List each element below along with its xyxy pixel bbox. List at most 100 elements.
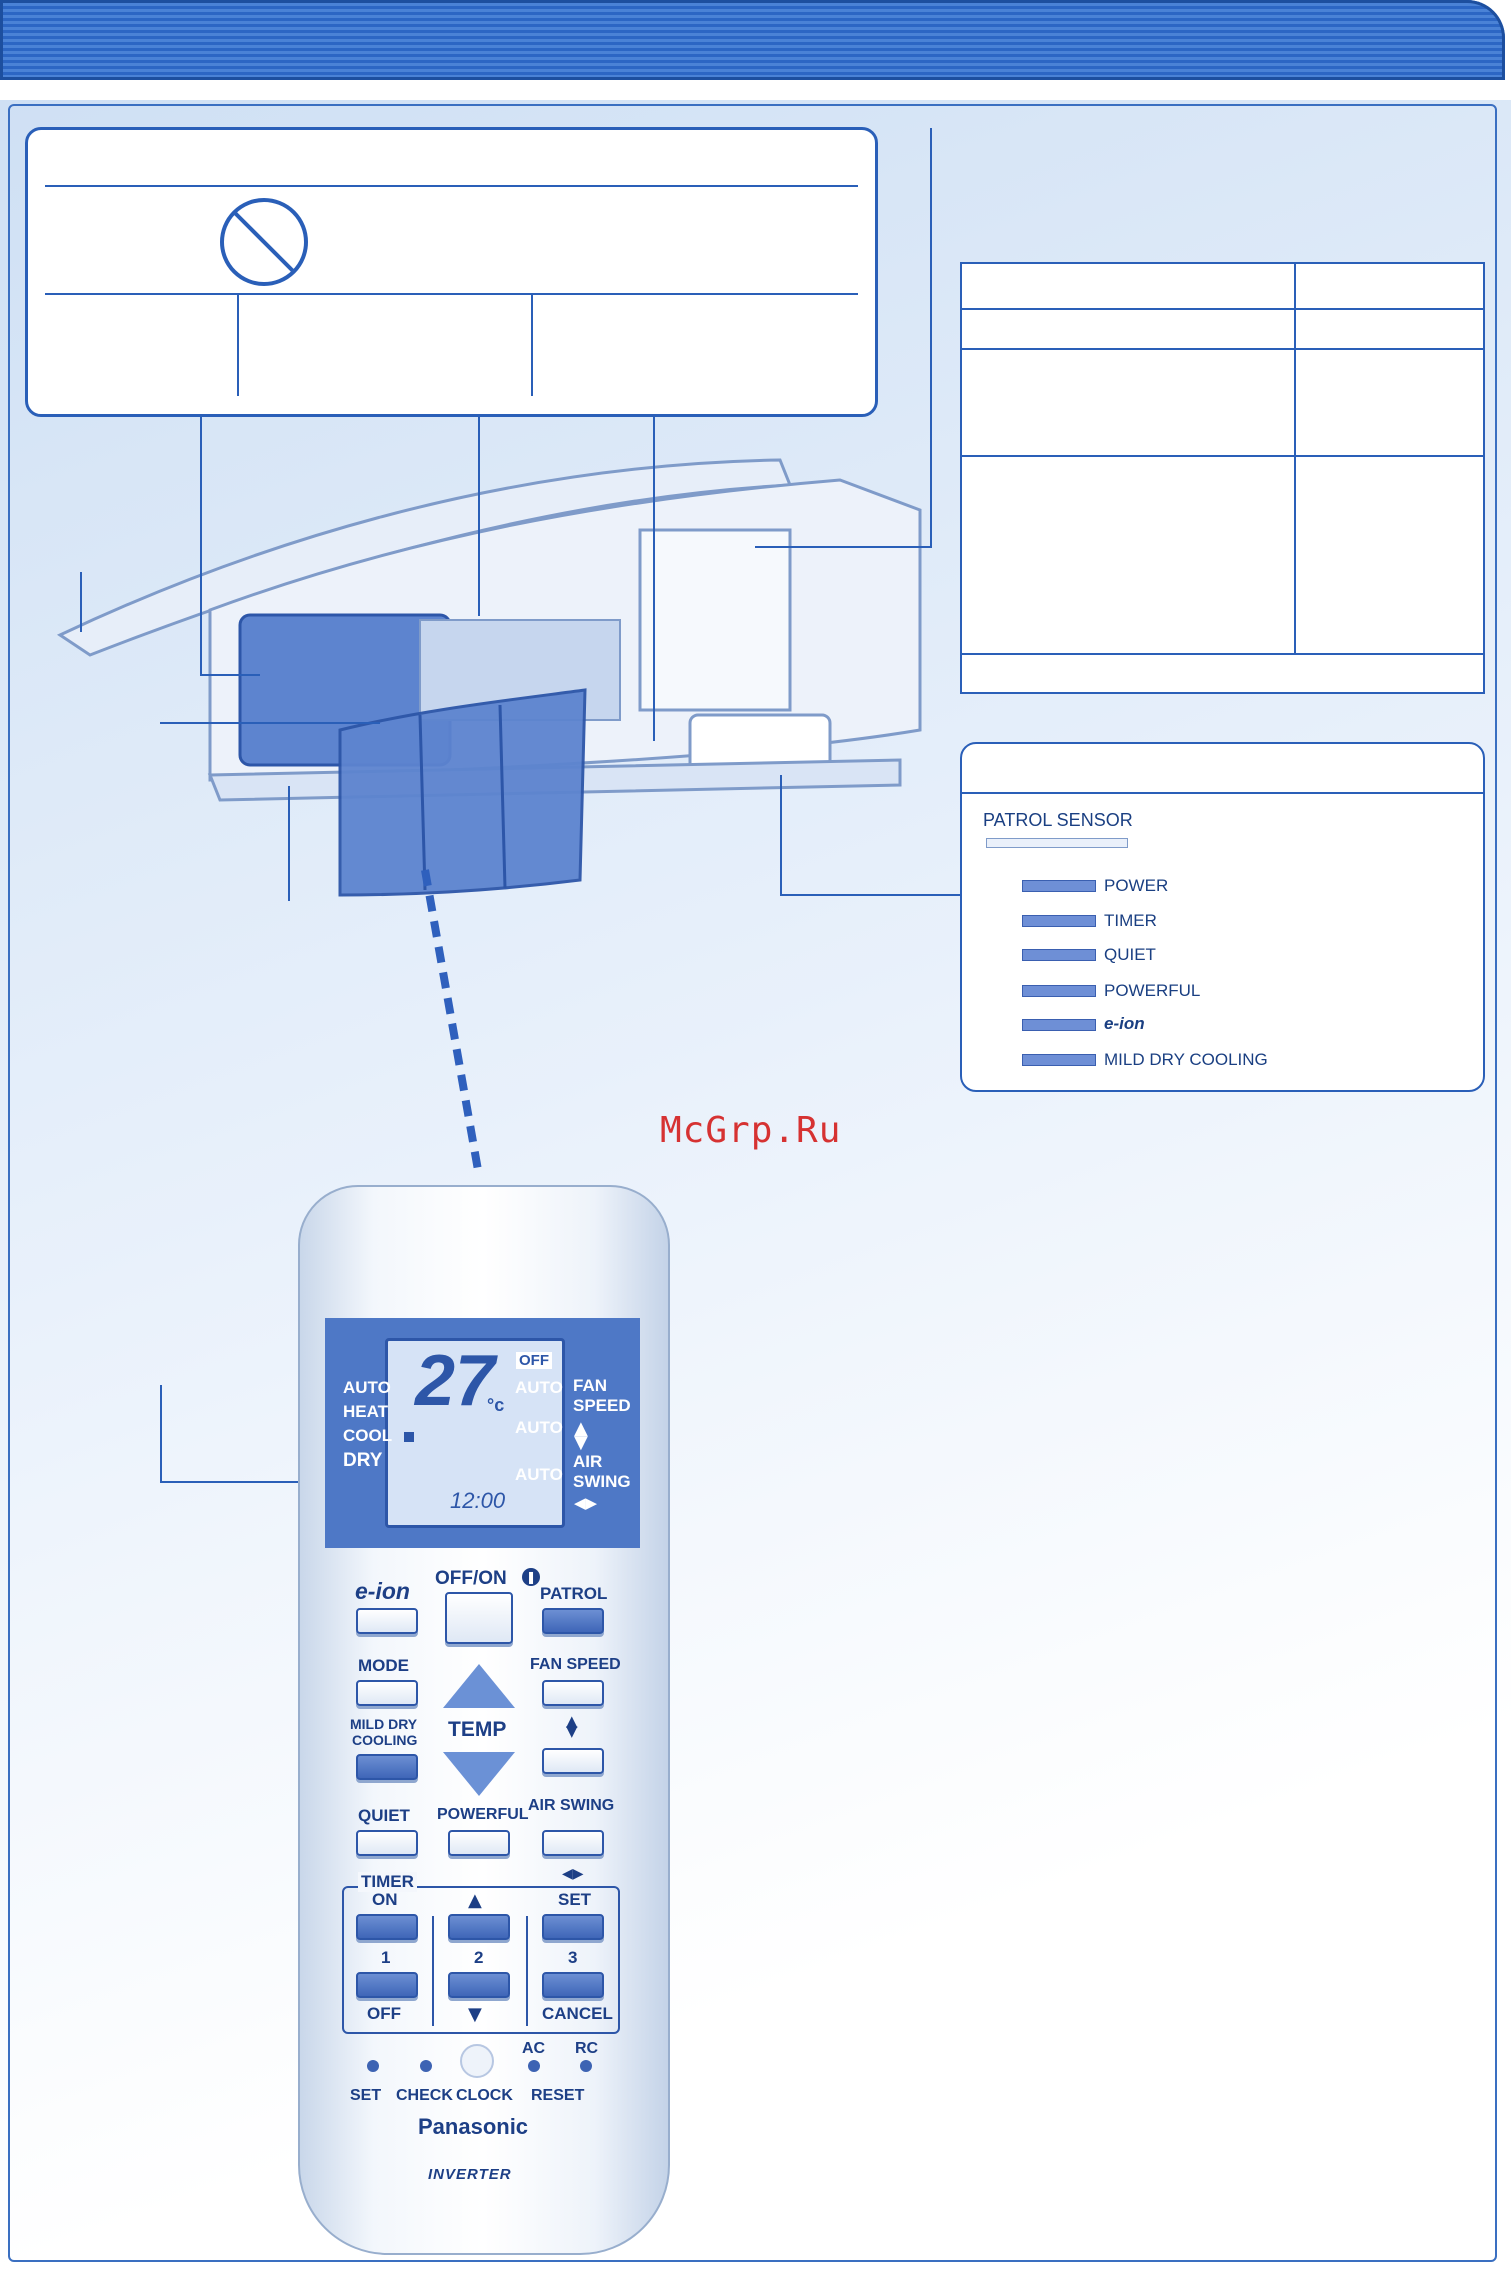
lcd-swing-label: SWING xyxy=(573,1472,631,1491)
eion-led-label: e-ion xyxy=(1104,1014,1145,1033)
mode-label: MODE xyxy=(358,1656,409,1675)
patrol-button[interactable] xyxy=(542,1608,604,1634)
ac-reset-button[interactable] xyxy=(528,2060,540,2072)
caution-panel xyxy=(25,127,878,417)
rc-label: RC xyxy=(575,2040,599,2057)
swing-updown-icon: ▲▼ xyxy=(566,1712,578,1740)
timer-off-label: OFF xyxy=(367,2004,401,2023)
offon-button[interactable] xyxy=(445,1592,513,1644)
inverter-logo: INVERTER xyxy=(428,2166,512,2183)
powerful-led xyxy=(1022,985,1096,997)
powerful-led-label: POWERFUL xyxy=(1104,981,1201,1000)
timer-2-label: 2 xyxy=(474,1948,484,1967)
filter-table xyxy=(960,262,1485,694)
table-rule xyxy=(960,653,1485,655)
power-led-label: POWER xyxy=(1104,876,1169,895)
callout-line xyxy=(160,1385,162,1483)
ac-label: AC xyxy=(522,2040,546,2057)
header-bar xyxy=(0,0,1505,80)
indoor-unit-illustration xyxy=(56,458,922,897)
powerful-button[interactable] xyxy=(448,1830,510,1856)
eion-led xyxy=(1022,1019,1096,1031)
timer-1-button[interactable] xyxy=(356,1972,418,1998)
mode-button[interactable] xyxy=(356,1680,418,1706)
lcd-temperature: 27 xyxy=(415,1341,496,1421)
timer-set-label: SET xyxy=(558,1890,592,1909)
set-button[interactable] xyxy=(367,2060,379,2072)
mild-dry-button[interactable] xyxy=(356,1754,418,1780)
patrol-sensor-bar xyxy=(986,838,1128,848)
timer-divider xyxy=(526,1916,528,2026)
eion-button[interactable] xyxy=(356,1608,418,1634)
quiet-led-label: QUIET xyxy=(1104,945,1156,964)
air-swing-arrows-icon: ◀▶ xyxy=(574,1494,598,1512)
callout-line xyxy=(478,416,480,616)
lcd-mode-cool: COOL xyxy=(343,1426,393,1445)
timer-cancel-label: CANCEL xyxy=(542,2004,613,2023)
timer-3-label: 3 xyxy=(568,1948,578,1967)
swing-leftright-icon: ◀▶ xyxy=(562,1866,584,1882)
callout-line xyxy=(288,786,290,901)
callout-line xyxy=(200,674,260,676)
quiet-led xyxy=(1022,949,1096,961)
brand-logo: Panasonic xyxy=(418,2114,529,2139)
set-label: SET xyxy=(350,2087,382,2104)
powerful-label: POWERFUL xyxy=(437,1806,529,1823)
offon-label: OFF/ON xyxy=(435,1568,507,1589)
check-label: CHECK xyxy=(396,2087,453,2104)
panel-divider xyxy=(45,293,858,295)
lcd-mode-indicator xyxy=(404,1432,414,1442)
watermark: McGrp.Ru xyxy=(660,1110,842,1151)
mild-dry-led-label: MILD DRY COOLING xyxy=(1104,1050,1268,1069)
fan-speed-label: FAN SPEED xyxy=(530,1656,621,1673)
fan-speed-down-icon: ▼ xyxy=(574,1432,588,1453)
air-swing-leftright-button[interactable] xyxy=(542,1830,604,1856)
patrol-sensor-label: PATROL SENSOR xyxy=(983,810,1133,830)
callout-line xyxy=(930,128,932,548)
timer-on-button[interactable] xyxy=(356,1914,418,1940)
lcd-unit: °c xyxy=(487,1395,505,1415)
mild-dry-led xyxy=(1022,1054,1096,1066)
fan-speed-button[interactable] xyxy=(542,1680,604,1706)
callout-line xyxy=(780,894,960,896)
lcd-fan-label: FAN xyxy=(573,1376,607,1395)
mild-dry-label-1: MILD DRY xyxy=(350,1716,418,1732)
patrol-label: PATROL xyxy=(540,1584,608,1603)
signal-beam xyxy=(421,869,482,1171)
timer-1-label: 1 xyxy=(381,1948,391,1967)
callout-line xyxy=(653,416,655,741)
timer-up-button[interactable] xyxy=(448,1914,510,1940)
panel-divider xyxy=(237,293,239,396)
callout-line xyxy=(160,1481,430,1483)
timer-2-button[interactable] xyxy=(448,1972,510,1998)
prohibited-icon xyxy=(220,198,308,286)
timer-led-label: TIMER xyxy=(1104,911,1157,930)
quiet-label: QUIET xyxy=(358,1806,410,1825)
air-swing-updown-button[interactable] xyxy=(542,1748,604,1774)
lcd-auto-3: AUTO xyxy=(515,1465,563,1484)
temp-down-button[interactable] xyxy=(443,1752,515,1796)
indicator-rule xyxy=(960,792,1485,794)
callout-line xyxy=(200,416,202,676)
table-rule xyxy=(960,308,1485,310)
timer-set-button[interactable] xyxy=(542,1914,604,1940)
lcd-screen xyxy=(385,1338,565,1528)
timer-on-label: ON xyxy=(372,1890,398,1909)
mild-dry-label-2: COOLING xyxy=(352,1732,418,1748)
power-led xyxy=(1022,880,1096,892)
callout-line xyxy=(80,572,82,632)
timer-3-button[interactable] xyxy=(542,1972,604,1998)
callout-line xyxy=(780,775,782,895)
quiet-button[interactable] xyxy=(356,1830,418,1856)
callout-line xyxy=(755,546,932,548)
panel-divider xyxy=(531,293,533,396)
panel-divider xyxy=(45,185,858,187)
page-frame xyxy=(8,104,1497,2262)
temp-up-button[interactable] xyxy=(443,1664,515,1708)
rc-reset-button[interactable] xyxy=(580,2060,592,2072)
lcd-air-label: AIR xyxy=(573,1452,603,1471)
clock-button[interactable] xyxy=(460,2044,494,2078)
lcd-mode-dry: DRY xyxy=(343,1450,383,1471)
check-button[interactable] xyxy=(420,2060,432,2072)
timer-up-icon: ▲ xyxy=(468,1890,482,1911)
